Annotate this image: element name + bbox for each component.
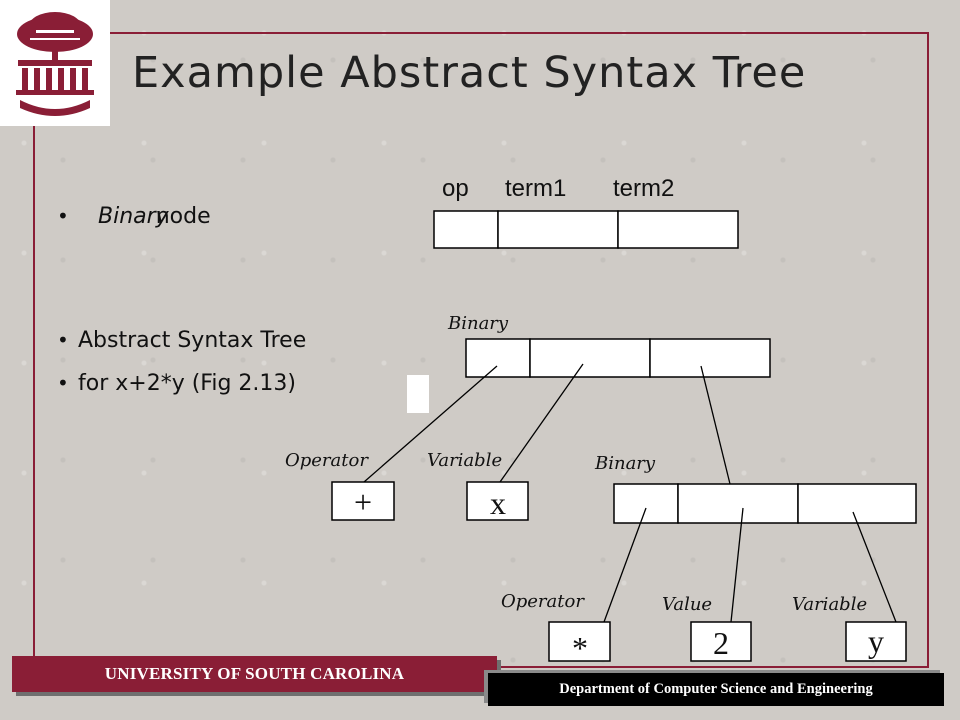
label-operator-2: Operator	[501, 591, 585, 612]
slide-title: Example Abstract Syntax Tree	[132, 48, 807, 98]
edge-root-operator	[363, 365, 498, 483]
leaf-box-plus	[331, 481, 395, 521]
binary-node-child	[613, 483, 917, 524]
department-banner: Department of Computer Science and Engin…	[488, 673, 944, 706]
leaf-value-x: x	[490, 485, 506, 521]
bullet-italic-text: Binary	[98, 204, 169, 229]
leaf-box-x	[466, 481, 529, 521]
department-name: Department of Computer Science and Engin…	[559, 681, 873, 697]
label-value: Value	[662, 594, 712, 615]
binary-node-root	[465, 338, 771, 378]
leaf-box-times	[548, 621, 611, 662]
binary-node-template	[433, 210, 739, 249]
header-label-op: op	[442, 175, 469, 202]
edge-binary-variable	[852, 511, 897, 623]
bullet-ast: Abstract Syntax Tree	[57, 328, 306, 353]
header-label-term1: term1	[505, 175, 566, 202]
label-variable-y: Variable	[792, 594, 867, 615]
leaf-box-two	[690, 621, 752, 662]
bullet-for-expression: for x+2*y (Fig 2.13)	[57, 371, 296, 396]
palmetto-logo-icon	[16, 12, 94, 116]
leaf-value-two: 2	[713, 625, 729, 661]
edge-binary-operator	[603, 507, 647, 623]
bullet-text: for x+2*y (Fig 2.13)	[78, 371, 296, 396]
university-banner: UNIVERSITY OF SOUTH CAROLINA	[12, 656, 497, 692]
label-binary-child: Binary	[594, 453, 656, 474]
bullet-text: node	[148, 204, 211, 229]
university-logo	[0, 0, 110, 126]
bullet-text: Abstract Syntax Tree	[78, 328, 307, 353]
label-binary-root: Binary	[447, 313, 509, 334]
edge-root-binary	[700, 365, 731, 485]
bullet-binary-node: Binary node	[57, 204, 211, 229]
white-placeholder-block	[407, 375, 429, 413]
header-label-term2: term2	[613, 175, 674, 202]
label-operator-1: Operator	[285, 450, 369, 471]
edge-binary-value	[730, 507, 744, 623]
edge-root-variable	[499, 363, 584, 483]
leaf-value-y: y	[868, 623, 884, 659]
leaf-box-y	[845, 621, 907, 662]
leaf-value-plus: +	[354, 484, 372, 520]
university-name: UNIVERSITY OF SOUTH CAROLINA	[104, 664, 405, 683]
leaf-value-times: *	[572, 630, 588, 666]
label-variable-x: Variable	[427, 450, 502, 471]
